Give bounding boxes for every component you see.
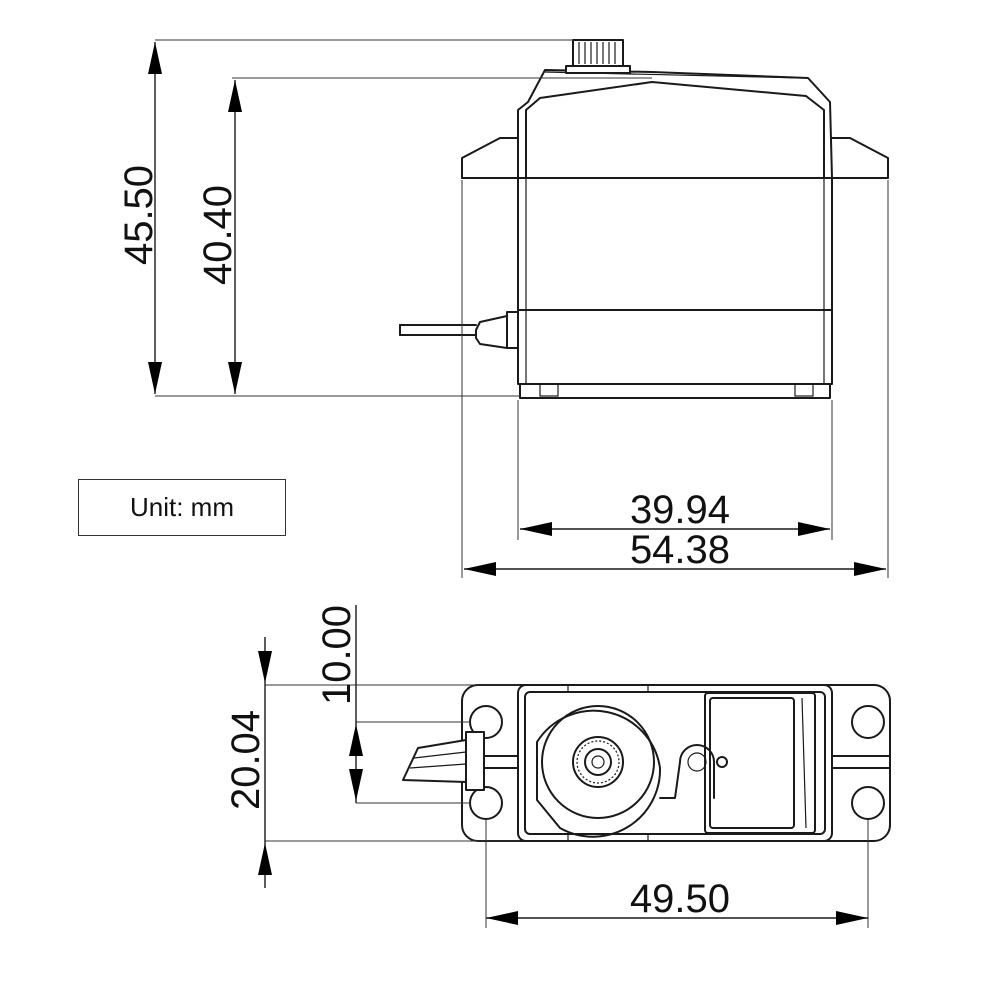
bottom-case <box>517 309 833 385</box>
left-mounting-holes <box>461 705 521 820</box>
label-panel <box>704 692 816 834</box>
output-gear-housing <box>536 705 662 838</box>
output-spline <box>565 39 631 74</box>
top-view-extension-lines <box>265 684 869 928</box>
right-mounting-tab <box>831 137 889 179</box>
dimension-width-with-tabs: 54.38 <box>464 528 886 576</box>
dimension-body-width: 39.94 <box>520 488 830 536</box>
dimension-depth-label: 20.04 <box>224 710 268 810</box>
unit-label: Unit: mm <box>130 492 234 522</box>
left-mounting-tab <box>461 137 519 179</box>
dimension-shaft-offset: 10.00 <box>315 605 363 803</box>
dimension-body-height-label: 40.40 <box>196 185 240 285</box>
bottom-cover <box>519 383 831 399</box>
cable-exit <box>399 311 519 349</box>
dimension-shaft-offset-label: 10.00 <box>315 605 359 705</box>
dimension-total-height-label: 45.50 <box>117 165 161 265</box>
middle-case <box>517 177 833 311</box>
servo-top-view <box>402 684 891 842</box>
side-view-extension-lines <box>155 39 889 578</box>
case-top-outline <box>517 684 833 842</box>
gear-bump <box>659 744 715 799</box>
dimension-depth: 20.04 <box>224 637 272 888</box>
dimension-total-height: 45.50 <box>117 42 162 394</box>
right-mounting-holes <box>831 705 891 820</box>
upper-case <box>517 69 833 179</box>
top-view-cable <box>402 731 485 791</box>
dimension-body-width-label: 39.94 <box>630 488 730 532</box>
unit-legend-box: Unit: mm <box>78 479 286 536</box>
servo-side-view <box>399 39 889 399</box>
dimension-hole-spacing-label: 49.50 <box>630 877 730 921</box>
dimension-width-with-tabs-label: 54.38 <box>630 528 730 572</box>
dimension-hole-spacing: 49.50 <box>486 877 868 925</box>
dimension-body-height: 40.40 <box>196 80 242 394</box>
